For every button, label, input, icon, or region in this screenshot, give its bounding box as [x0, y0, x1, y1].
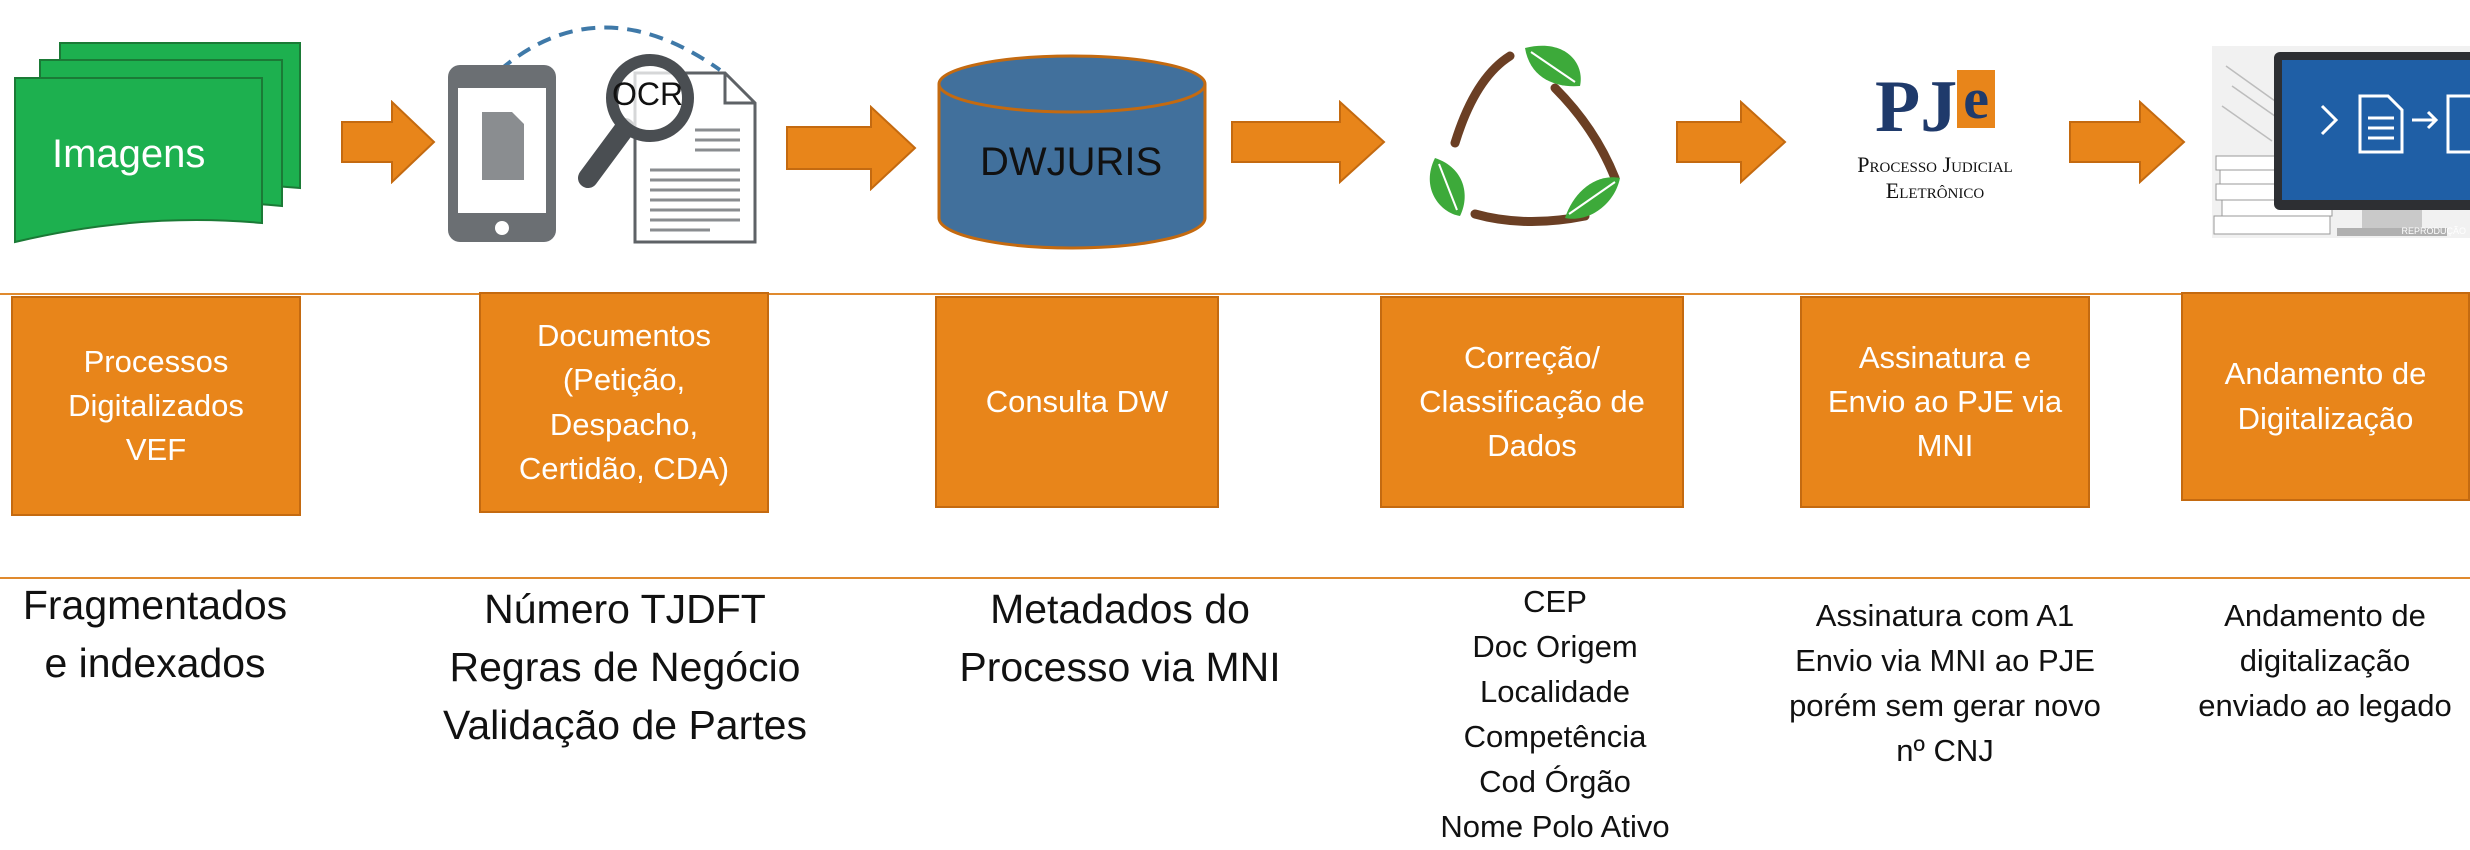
step-box-correcao: Correção/ Classificação de Dados: [1380, 296, 1684, 508]
flow-arrow-icon: [1676, 100, 1787, 184]
note-assinatura-envio: Assinatura com A1 Envio via MNI ao PJE p…: [1789, 598, 2101, 768]
pje-logo-line2: Eletrônico: [1885, 178, 1985, 203]
images-label: Imagens: [52, 132, 206, 176]
step-box-consulta-dw: Consulta DW: [935, 296, 1219, 508]
step-label: Andamento de Digitalização: [2224, 356, 2427, 436]
monitor-documents-icon: [2213, 52, 2470, 236]
step-label: Assinatura e Envio ao PJE via MNI: [1827, 339, 2063, 463]
note-campos-dados: CEP Doc Origem Localidade Competência Co…: [1440, 584, 1670, 844]
database-cylinder-icon: [937, 54, 1207, 250]
divider-line-top: [0, 293, 2470, 295]
image-credit: REPRODUÇÃO: [2401, 226, 2466, 236]
divider-line-bottom: [0, 577, 2470, 579]
ocr-label: OCR: [612, 76, 684, 112]
note-regras-negocio: Número TJDFT Regras de Negócio Validação…: [443, 586, 807, 749]
step-label: Documentos (Petição, Despacho, Certidão,…: [518, 318, 730, 486]
database-label: DWJURIS: [980, 140, 1163, 184]
note-andamento-legado: Andamento de digitalização enviado ao le…: [2198, 598, 2452, 723]
step-label: Consulta DW: [985, 383, 1169, 419]
phone-magnifier-document-icon: [448, 25, 757, 244]
flow-arrow-icon: [1231, 100, 1386, 184]
stacked-pages-icon: [14, 42, 301, 244]
digitization-image: REPRODUÇÃO: [2212, 46, 2470, 238]
note-fragmentados: Fragmentados e indexados: [22, 582, 288, 687]
pje-logo-j: J: [1920, 66, 1958, 148]
flow-arrow-icon: [786, 105, 917, 191]
step-box-assinatura: Assinatura e Envio ao PJE via MNI: [1800, 296, 2090, 508]
step-label: Correção/ Classificação de Dados: [1419, 339, 1645, 463]
pje-logo-p: P: [1875, 66, 1921, 148]
flow-arrow-icon: [341, 100, 436, 184]
pje-logo-e: e: [1957, 70, 1995, 128]
recycle-leaves-icon: [1429, 45, 1620, 227]
step-box-processos: Processos Digitalizados VEF: [11, 296, 301, 516]
step-box-documentos: Documentos (Petição, Despacho, Certidão,…: [479, 292, 769, 513]
step-label: Processos Digitalizados VEF: [68, 343, 244, 467]
pje-logo-line1: Processo Judicial: [1857, 152, 2013, 177]
note-metadados: Metadados do Processo via MNI: [959, 586, 1281, 691]
step-box-andamento: Andamento de Digitalização: [2181, 292, 2470, 501]
flow-arrow-icon: [2069, 100, 2186, 184]
